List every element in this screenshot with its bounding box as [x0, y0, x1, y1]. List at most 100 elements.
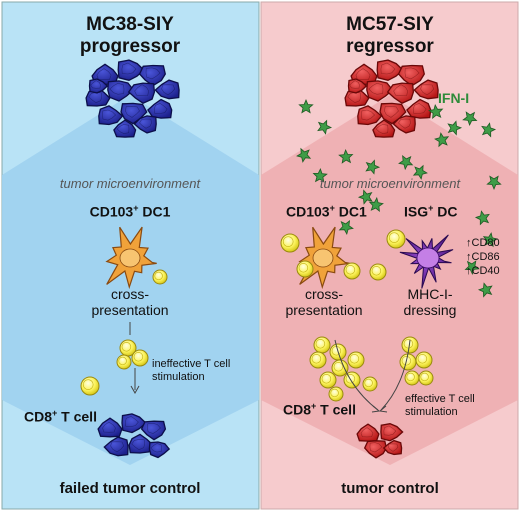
- right-dc1-name: CD103: [286, 203, 330, 220]
- yellow-t-cell: [343, 262, 361, 280]
- yellow-t-cell-nucleus: [333, 362, 344, 372]
- yellow-t-cell: [280, 233, 300, 253]
- ifn-star: [296, 147, 312, 163]
- tumor-cell: [88, 78, 109, 94]
- ifn-star: [317, 119, 333, 135]
- yellow-t-cell-nucleus: [345, 374, 356, 384]
- yellow-t-cell: [331, 359, 349, 377]
- tumor-cell-nucleus: [150, 443, 162, 453]
- right-process2-label: MHC-I- dressing: [385, 286, 475, 318]
- ifn-star: [464, 260, 480, 276]
- yellow-t-cell-nucleus: [154, 271, 163, 281]
- tumor-cell: [121, 413, 147, 434]
- yellow-t-cell-nucleus: [282, 236, 294, 247]
- right-microenvironment-label: tumor microenvironment: [319, 176, 461, 191]
- left-process-line2: presentation: [91, 302, 169, 318]
- ifn-star: [357, 189, 373, 205]
- marker-list: ↑CD80 ↑CD86 ↑CD40: [466, 236, 500, 278]
- tumor-cell-nucleus: [384, 105, 399, 118]
- marker-cd86: ↑CD86: [466, 251, 500, 263]
- right-stim-line2: stimulation: [405, 406, 458, 418]
- yellow-t-cell-nucleus: [82, 379, 94, 390]
- left-dc1-name: CD103: [89, 203, 134, 220]
- ifn-star: [474, 210, 490, 226]
- left-title: MC38-SIY progressor: [0, 14, 260, 58]
- left-stimulation-label: ineffective T cell stimulation: [152, 358, 230, 384]
- yellow-t-cell: [152, 269, 168, 285]
- tumor-cell: [107, 80, 135, 102]
- tumor-cell-nucleus: [380, 62, 396, 75]
- right-dc1-suffix: DC1: [334, 203, 367, 220]
- left-outcome: failed tumor control: [59, 480, 201, 497]
- tumor-cell-nucleus: [369, 442, 383, 453]
- left-dc1-cell: [105, 226, 157, 290]
- tumor-cell: [366, 80, 394, 102]
- yellow-t-cell-nucleus: [118, 356, 127, 366]
- tumor-cell-nucleus: [145, 67, 161, 80]
- isg-dc-suffix: DC: [433, 203, 458, 220]
- right-dc1-sup: +: [329, 203, 335, 213]
- ifn-star: [398, 154, 414, 171]
- yellow-t-cell: [309, 351, 327, 369]
- yellow-t-cell: [296, 260, 314, 278]
- right-tcell-sup: +: [311, 401, 317, 411]
- left-tumor-top: [85, 59, 180, 138]
- tumor-cell-nucleus: [125, 105, 140, 118]
- t-cells: [80, 229, 434, 402]
- tumor-cell: [386, 82, 415, 104]
- right-process2-line1: MHC-I-: [407, 286, 453, 302]
- tumor-cell-nucleus: [88, 92, 103, 104]
- yellow-t-cell: [319, 371, 337, 389]
- ifn-star: [368, 196, 384, 213]
- tumor-cell: [128, 433, 154, 454]
- right-process1-label: cross- presentation: [274, 286, 374, 318]
- left-stim-line2: stimulation: [152, 371, 205, 383]
- ifn-stars: [296, 98, 502, 298]
- yellow-t-cell-nucleus: [349, 354, 360, 364]
- left-tumor-bottom: [97, 413, 171, 459]
- left-dc1-label: CD103+ DC1: [0, 200, 260, 220]
- tumor-cell-nucleus: [361, 109, 376, 121]
- left-microenvironment-label: tumor microenvironment: [59, 176, 201, 191]
- ifn-star: [298, 98, 314, 114]
- ifn-star: [434, 132, 450, 148]
- ifn-star: [486, 175, 502, 191]
- ifn-star: [338, 148, 354, 164]
- tumor-cell-nucleus: [387, 443, 399, 452]
- left-dc1-sup: +: [133, 203, 139, 213]
- ifn-star: [365, 159, 381, 175]
- right-title-line1: MC57-SIY: [346, 14, 434, 35]
- tumor-cell-nucleus: [131, 439, 146, 451]
- tumor-cell-nucleus: [116, 123, 130, 135]
- tumor-cell-nucleus: [393, 84, 409, 97]
- yellow-t-cell-nucleus: [371, 266, 382, 276]
- tumor-cell: [127, 82, 156, 104]
- ifn-star: [477, 282, 493, 298]
- tumor-cell-nucleus: [412, 102, 427, 114]
- yellow-t-cell-nucleus: [388, 232, 400, 243]
- ifn-label: IFN-I: [438, 90, 470, 106]
- right-process2-line2: dressing: [403, 302, 457, 318]
- yellow-t-cell-nucleus: [315, 339, 326, 349]
- isg-dc-name: ISG: [404, 203, 429, 220]
- right-arrows: [334, 339, 411, 413]
- yellow-t-cell-nucleus: [417, 354, 428, 364]
- left-tcell-name: CD8: [24, 408, 53, 425]
- right-process1-line2: presentation: [285, 302, 363, 318]
- tumor-cell-nucleus: [355, 68, 371, 80]
- tumor-cell: [117, 59, 145, 81]
- yellow-t-cell: [369, 263, 387, 281]
- yellow-t-cell: [404, 370, 420, 386]
- isg-dc-cell: [399, 234, 454, 289]
- tumor-cell-nucleus: [347, 92, 362, 104]
- left-tcell-suffix: T cell: [57, 408, 97, 425]
- marker-cd40: ↑CD40: [466, 265, 500, 277]
- isg-dc-label: ISG+ DC: [404, 200, 458, 220]
- yellow-t-cell: [386, 229, 406, 249]
- yellow-t-cell-nucleus: [298, 263, 309, 273]
- tumor-cell-nucleus: [368, 82, 384, 95]
- tumor-cell-nucleus: [360, 427, 374, 438]
- ifn-star: [338, 219, 354, 236]
- ifn-star: [312, 167, 328, 183]
